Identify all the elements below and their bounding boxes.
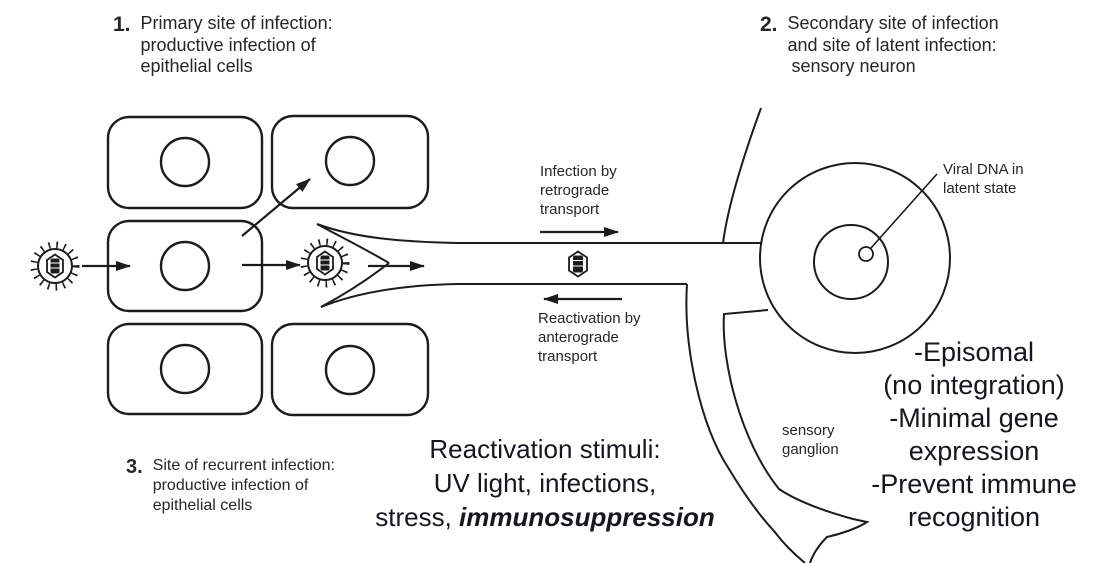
virion-entering-nerve-icon: [304, 242, 346, 284]
capsid-in-axon-icon: [568, 250, 588, 278]
neuron-soma: [759, 162, 951, 354]
epithelial-cell: [106, 322, 264, 416]
anterograde-transport-label: Reactivation by anterograde transport: [538, 310, 641, 365]
stimuli-line1: Reactivation stimuli:: [429, 434, 661, 464]
cell-to-cell-spread-arrow: [241, 178, 311, 237]
extracellular-virion-icon: [34, 245, 76, 287]
step1-label: 1. Primary site of infection: productive…: [113, 13, 333, 78]
cell-nucleus: [324, 135, 376, 187]
step2-text: Secondary site of infection and site of …: [787, 13, 999, 76]
step3-text: Site of recurrent infection: productive …: [152, 457, 335, 514]
step2-label: 2. Secondary site of infection and site …: [760, 13, 999, 78]
cell-nucleus: [324, 344, 376, 396]
sensory-ganglion-label: sensory ganglion: [782, 422, 839, 458]
step1-number: 1.: [113, 13, 131, 36]
viral-dna-pointer-line: [870, 173, 938, 249]
step3-number: 3.: [126, 456, 143, 478]
flow-arrows: [82, 178, 622, 304]
epithelial-cell-primary-infected: [106, 219, 264, 313]
retrograde-transport-label: Infection by retrograde transport: [540, 163, 617, 218]
epithelial-cell: [270, 322, 430, 417]
cell-nucleus: [159, 240, 211, 292]
epithelial-cell: [270, 114, 430, 210]
sensory-neuron: [316, 107, 951, 563]
step1-text: Primary site of infection: productive in…: [140, 13, 333, 76]
stimuli-line2: UV light, infections,: [433, 468, 657, 498]
immunosuppression-emphasis: immunosuppression: [459, 502, 715, 532]
axon-terminal: [316, 223, 762, 308]
sensory-ganglion-branch: [685, 283, 870, 563]
cell-nucleus: [159, 343, 211, 395]
reactivation-stimuli-note: Reactivation stimuli: UV light, infectio…: [350, 432, 740, 534]
stimuli-line3: stress, immunosuppression: [375, 502, 715, 532]
viral-dna-label: Viral DNA in latent state: [943, 161, 1024, 197]
cell-nucleus: [159, 136, 211, 188]
step3-label: 3. Site of recurrent infection: producti…: [126, 456, 335, 516]
epithelial-cell: [106, 115, 264, 210]
step2-number: 2.: [760, 13, 778, 36]
viral-dna-episome: [858, 246, 874, 262]
latency-features-note: -Episomal (no integration) -Minimal gene…: [871, 337, 1077, 532]
upper-nerve-branch: [722, 107, 762, 244]
neuron-nucleus: [813, 224, 889, 300]
